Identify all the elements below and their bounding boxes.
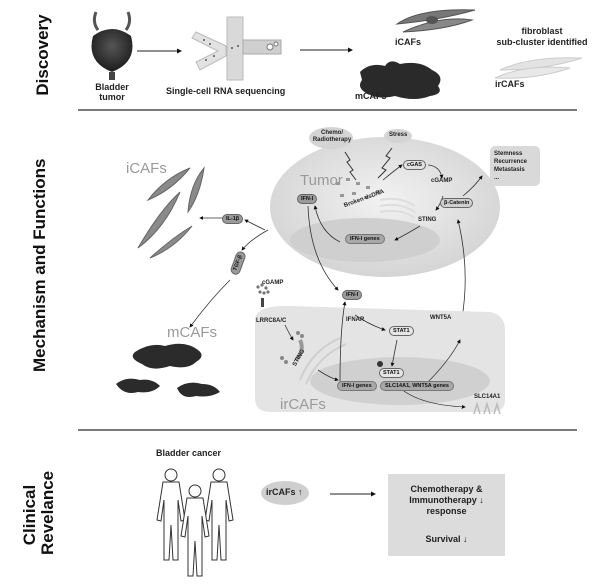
slc14a1-transporter-icon — [473, 401, 501, 415]
slc14a1-label: SLC14A1 — [474, 394, 501, 400]
mcafs-discovery-label: mCAFs — [355, 91, 387, 101]
arrow-signal-tgfb — [241, 229, 269, 251]
ircafs-increase-label: irCAFs — [266, 487, 296, 497]
cgamp-cluster-icon — [256, 283, 270, 307]
ifnar-label: IFNAR — [346, 317, 365, 323]
broken-dsdna-icon — [336, 178, 380, 199]
response-line3: response — [426, 506, 467, 516]
chemo-label: Chemo/ Radiotherapy — [312, 130, 352, 144]
chemo-bubble — [309, 127, 353, 149]
clinical-outcome-box: Chemotherapy & Immunotherapy ↓ response … — [388, 474, 505, 556]
sting-tumor-label: STING — [418, 217, 437, 223]
sting-receptor-icon — [280, 331, 304, 364]
wnt5a-label: WNT5A — [430, 315, 452, 321]
stat1-cytoplasm-node: STAT1 — [389, 326, 414, 336]
subcluster-identified-label: fibroblast sub-cluster identified — [490, 26, 594, 48]
arrow-catenin-outcomes — [462, 175, 483, 197]
up-arrow-icon: ↑ — [298, 487, 303, 497]
arrow-ifngenes-ifn-ir — [339, 301, 347, 383]
arrow-wnt5a-catenin — [456, 219, 466, 319]
arrow-sting-ifngenes — [394, 225, 421, 241]
survival-text: Survival ↓ — [388, 534, 505, 545]
icafs-mechanism-label: iCAFs — [126, 160, 167, 177]
outcome-metastasis: Metastasis — [494, 167, 525, 173]
outcome-stemness: Stemness — [494, 151, 523, 157]
scrna-label: Single-cell RNA sequencing — [166, 86, 286, 96]
subcluster-line1: fibroblast — [521, 26, 563, 36]
response-down-arrow-icon: ↓ — [479, 495, 484, 505]
bladder-tumor-icon — [91, 11, 133, 80]
lrrc8-label: LRRC8A/C — [256, 318, 287, 324]
response-line2: Immunotherapy ↓ — [409, 495, 484, 505]
response-line1: Chemotherapy & — [410, 484, 483, 494]
cgas-node: cGAS — [403, 160, 426, 170]
arrow-dsdna-cgas — [382, 164, 403, 181]
microfluidic-chip-icon — [191, 16, 282, 81]
lightning-stress-icon — [377, 147, 393, 179]
tumor-label: Tumor — [300, 172, 343, 189]
arrow-sting-ifngenes-ir — [317, 369, 339, 382]
subcluster-line2: sub-cluster identified — [496, 37, 588, 47]
ircafs-increase: irCAFs ↑ — [266, 487, 303, 497]
bladder-tumor-label-line1: Bladder — [95, 82, 129, 92]
arrow-tgfb-mcafs — [189, 279, 231, 328]
ircaf-membrane-stripes — [299, 337, 347, 385]
bladder-cancer-label: Bladder cancer — [156, 448, 222, 458]
arrow-signal-il1b — [244, 219, 266, 231]
outcomes-box — [490, 146, 540, 186]
stat1-nucleus-node: STAT1 — [379, 368, 404, 378]
response-text: Chemotherapy & Immunotherapy ↓ response — [388, 484, 505, 517]
il1b-node: IL-1β — [222, 214, 244, 224]
ircafs-up-ellipse — [261, 481, 309, 505]
arrow-lrrc8-sting — [284, 324, 294, 341]
arrow-genes-wnt5a — [425, 339, 461, 385]
arrow-stat1-nucleus — [390, 339, 398, 367]
beta-catenin-node: β-Catenin — [440, 198, 474, 208]
chemo-label-line2: Radiotherapy — [312, 137, 352, 143]
icafs-cells-icon — [137, 166, 205, 259]
icafs-discovery-label: iCAFs — [395, 37, 422, 47]
stress-bubble — [384, 129, 412, 143]
divider-bottom — [78, 429, 577, 431]
arrow-cgamp-sting — [435, 195, 444, 211]
arrow-ifngenes-ifn — [313, 205, 341, 243]
ifn-ircaf-node: IFN-I — [342, 290, 363, 300]
mcafs-cells-icon — [116, 343, 220, 397]
ifn-genes-ircaf-node: IFN-I genes — [337, 381, 377, 391]
outcome-recurrence: Recurrence — [494, 159, 528, 165]
survival-down-arrow-icon: ↓ — [463, 534, 468, 544]
outcomes-list: Stemness Recurrence Metastasis ... — [494, 150, 527, 182]
survival-label: Survival — [425, 534, 461, 544]
mcafs-mechanism-label: mCAFs — [167, 324, 217, 341]
ircafs-discovery-icon — [494, 57, 583, 79]
mcafs-discovery-icon — [360, 61, 441, 99]
ircafs-discovery-label: irCAFs — [495, 79, 525, 89]
slc-wnt-genes-node: SLC14A1, WNT5A genes — [380, 381, 454, 391]
arrow-ifnar-stat1 — [354, 314, 386, 331]
icafs-discovery-icon — [395, 9, 476, 33]
phospho-dot — [377, 361, 383, 367]
ircafs-mechanism-label: irCAFs — [280, 396, 326, 413]
chemo-label-line1: Chemo/ — [320, 130, 343, 136]
bladder-tumor-label: Bladder tumor — [92, 82, 132, 102]
cgamp-label: cGAMP — [431, 178, 453, 184]
stress-label: Stress — [389, 132, 408, 138]
arrow-cgas-cgamp — [427, 164, 444, 179]
ifn-genes-tumor-node: IFN-I genes — [345, 234, 385, 244]
er-stripes — [379, 197, 416, 219]
arrow-tumor-ifn-to-ircaf — [307, 205, 339, 291]
divider-top — [78, 109, 577, 111]
lightning-chemo-icon — [344, 151, 357, 181]
outcome-more: ... — [494, 175, 500, 181]
cgamp-extracellular-label: cGAMP — [262, 280, 284, 286]
ifn-tumor-node: IFN-I — [297, 194, 318, 204]
human-figures-icon — [156, 468, 234, 577]
bladder-tumor-label-line2: tumor — [99, 92, 125, 102]
